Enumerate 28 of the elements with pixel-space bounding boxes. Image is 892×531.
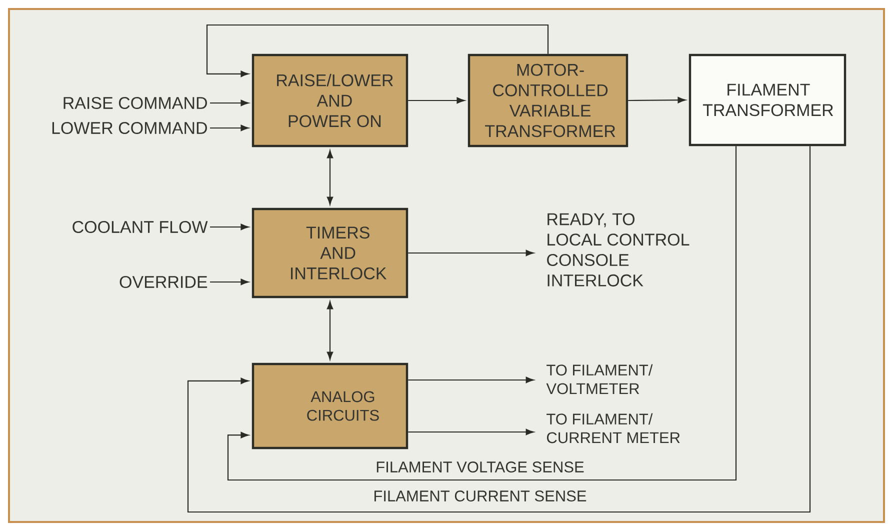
signal-label: TO FILAMENT/ CURRENT METER <box>546 413 680 444</box>
arrow <box>326 150 334 205</box>
signal-label: READY, TO LOCAL CONTROL CONSOLE INTERLOCK <box>547 213 690 286</box>
arrow <box>408 376 534 384</box>
arrow <box>227 146 737 481</box>
arrow <box>210 278 249 286</box>
process-box: ANALOG CIRCUITS <box>252 362 408 450</box>
process-box: FILAMENT TRANSFORMER <box>688 54 846 146</box>
arrow <box>210 224 249 230</box>
edge-label: FILAMENT CURRENT SENSE <box>372 490 588 502</box>
signal-label: OVERRIDE <box>120 276 208 288</box>
signal-label: LOWER COMMAND <box>52 122 207 134</box>
signal-label: RAISE COMMAND <box>64 96 207 110</box>
arrow <box>187 146 811 513</box>
arrow <box>326 301 334 360</box>
arrow <box>206 24 549 78</box>
arrow <box>408 428 534 436</box>
process-box: TIMERS AND INTERLOCK <box>252 208 408 298</box>
process-box: MOTOR-CONTROLLED VARIABLE TRANSFORMER <box>468 54 628 148</box>
arrow <box>408 97 465 104</box>
process-box: RAISE/LOWER AND POWER ON <box>252 54 408 148</box>
signal-label: COOLANT FLOW <box>72 220 208 234</box>
arrow <box>628 96 686 104</box>
arrow <box>210 124 249 132</box>
edge-label: FILAMENT VOLTAGE SENSE <box>374 460 586 474</box>
signal-label: TO FILAMENT/ VOLTMETER <box>546 364 653 394</box>
arrow <box>210 100 249 106</box>
arrow <box>408 250 534 256</box>
